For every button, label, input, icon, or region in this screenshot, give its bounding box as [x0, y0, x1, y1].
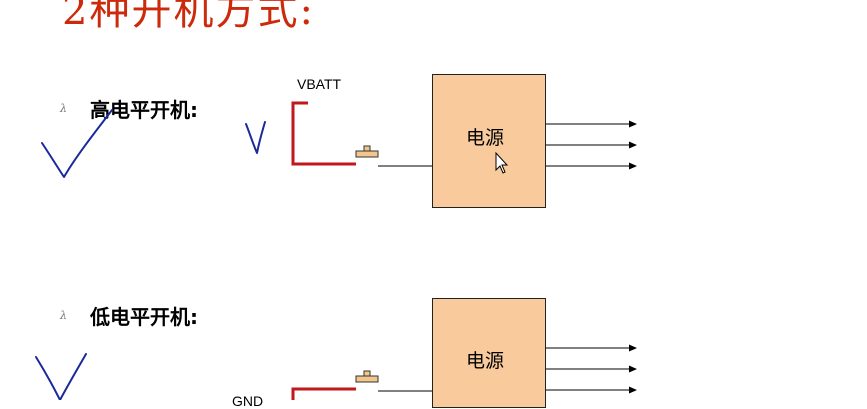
slide-title: 2种开机方式: — [62, 0, 315, 34]
gnd-wire — [291, 387, 356, 400]
push-button-low — [355, 370, 379, 383]
bullet-marker-low: λ — [60, 309, 67, 322]
circuit-diagram — [35, 101, 637, 400]
heading-high-level-power-on: 高电平开机: — [90, 98, 198, 122]
power-supply-label-low: 电源 — [466, 350, 505, 372]
heading-low-level-power-on: 低电平开机: — [90, 305, 198, 329]
vbatt-wire — [291, 101, 356, 166]
handwritten-check-mark-2 — [245, 121, 266, 154]
vbatt-label: VBATT — [297, 76, 342, 92]
power-supply-box-high — [432, 74, 546, 208]
bullet-marker-high: λ — [60, 102, 67, 115]
push-button-high — [355, 145, 379, 158]
handwritten-check-mark-1 — [41, 109, 113, 178]
mouse-cursor-icon — [495, 151, 509, 174]
power-supply-label-high: 电源 — [466, 127, 505, 149]
handwritten-check-mark-3 — [35, 353, 87, 400]
